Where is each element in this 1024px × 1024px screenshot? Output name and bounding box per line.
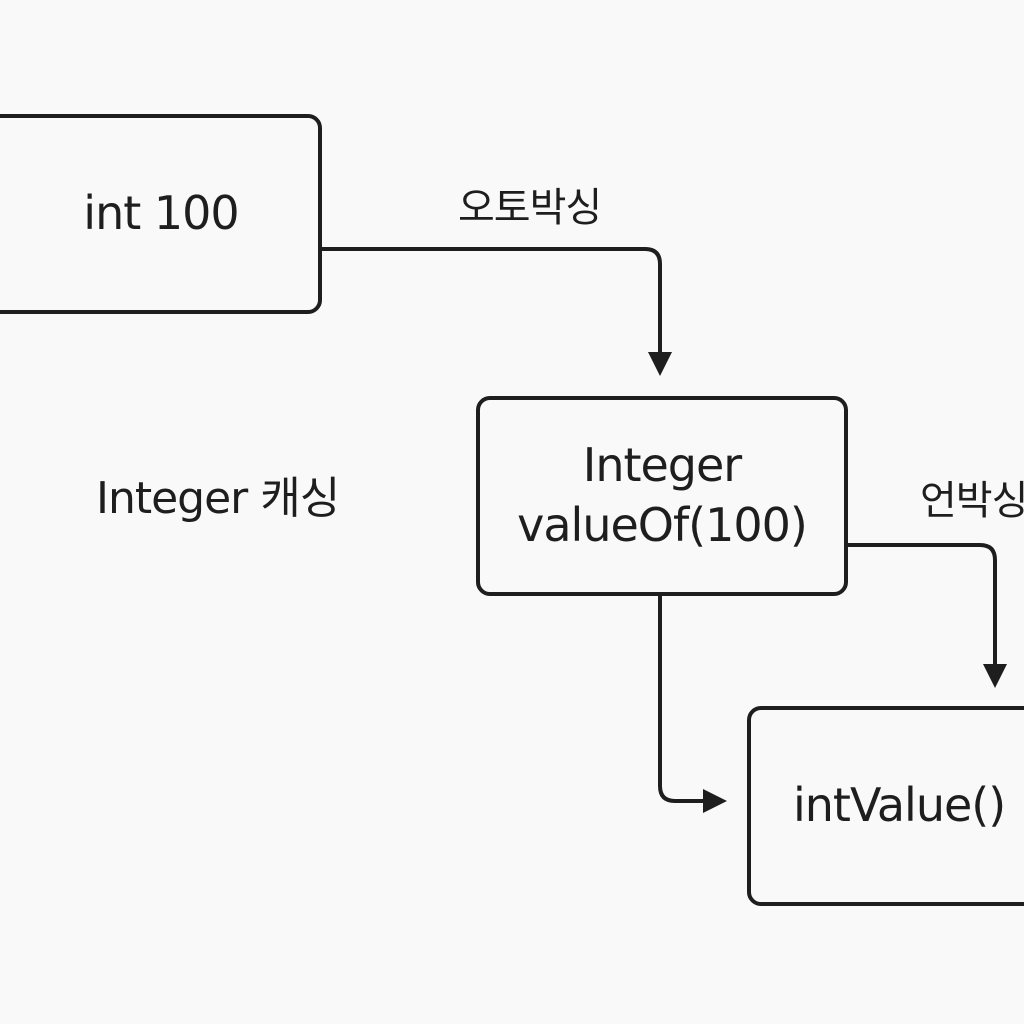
unboxing-arrow bbox=[848, 543, 1007, 688]
integer-caching-label: Integer 캐싱 bbox=[96, 473, 340, 524]
autoboxing-arrow bbox=[322, 247, 672, 376]
intvalue-node: intValue() bbox=[747, 706, 1024, 906]
integer-node-line-2: valueOf(100) bbox=[517, 498, 808, 552]
intvalue-label: intValue() bbox=[793, 778, 1006, 833]
unboxing-label: 언박싱 bbox=[920, 478, 1024, 524]
integer-to-intvalue-arrow bbox=[658, 596, 727, 813]
int-100-node: int 100 bbox=[0, 114, 322, 314]
integer-node-line-1: Integer bbox=[582, 438, 742, 493]
integer-valueof-node: Integer valueOf(100) bbox=[476, 396, 848, 596]
autoboxing-label: 오토박싱 bbox=[458, 185, 602, 231]
int-100-label: int 100 bbox=[83, 186, 239, 241]
